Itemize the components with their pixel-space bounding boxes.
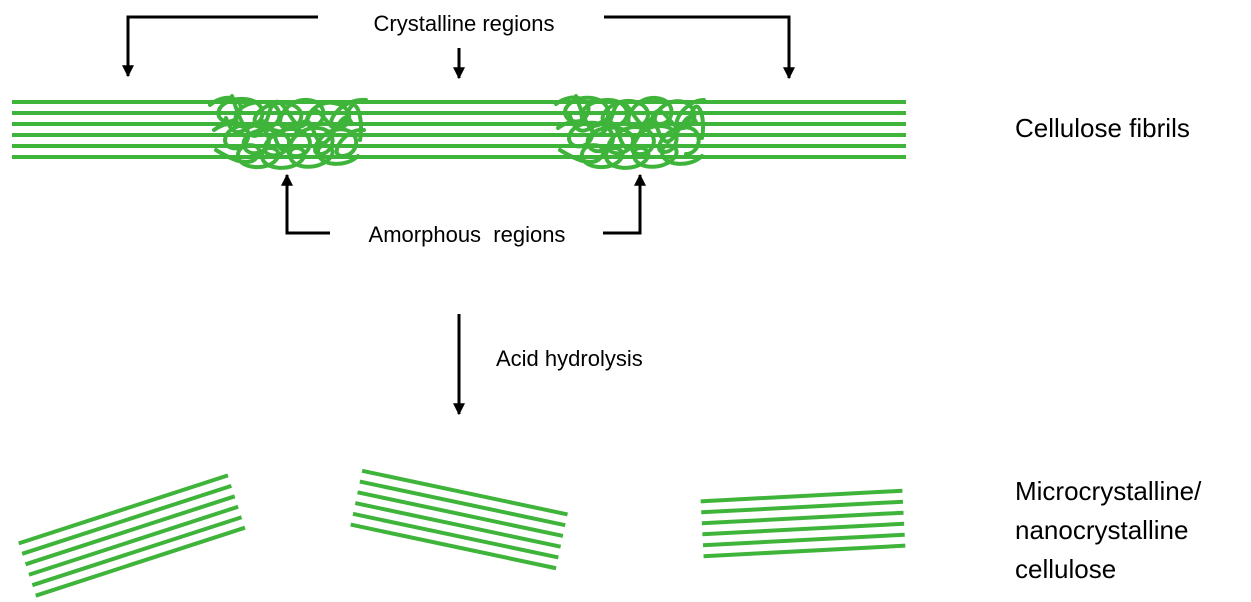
- product-label-line1: Microcrystalline/: [1015, 476, 1202, 506]
- amorphous-tangle-left: [208, 94, 368, 170]
- arrow-left-crystalline: [122, 15, 318, 78]
- fragment-strand: [35, 525, 246, 598]
- fragment-strand: [359, 479, 566, 528]
- fragment-strand: [31, 515, 243, 588]
- fragment-strand: [702, 532, 905, 548]
- fragment-strand: [350, 522, 557, 571]
- crystal-fragment-middle: [350, 468, 568, 571]
- fragment-strand: [703, 543, 906, 559]
- amorphous-callout-arrows: [281, 173, 646, 235]
- arrow-left-amorphous: [281, 173, 330, 235]
- product-label-line3: cellulose: [1015, 554, 1116, 584]
- amorphous-regions-label: Amorphous regions: [369, 222, 566, 247]
- fragment-strand: [701, 510, 904, 526]
- amorphous-tangle-right: [554, 94, 706, 170]
- fragment-strand: [24, 494, 236, 567]
- cellulose-fibril-bundle: [12, 100, 906, 159]
- crystalline-callout-arrows: [122, 15, 795, 80]
- fragment-strand: [700, 488, 903, 504]
- fragment-strand: [21, 483, 232, 556]
- fragment-strand: [18, 473, 229, 546]
- arrow-right-amorphous: [603, 173, 646, 235]
- fragment-strand: [357, 490, 564, 538]
- fragment-strand: [702, 521, 905, 537]
- cellulose-fibrils-label: Cellulose fibrils: [1015, 113, 1190, 143]
- crystal-fragment-left: [18, 473, 246, 598]
- fragment-strand: [28, 504, 239, 577]
- arrow-right-crystalline: [604, 15, 795, 80]
- crystal-fragment-right: [700, 488, 906, 559]
- fragment-strand: [361, 468, 568, 517]
- fragment-strand: [352, 511, 559, 560]
- fragment-strand: [701, 499, 904, 515]
- fragment-strand: [354, 501, 562, 549]
- acid-hydrolysis-label: Acid hydrolysis: [496, 346, 643, 371]
- crystalline-regions-label: Crystalline regions: [374, 11, 555, 36]
- product-label-line2: nanocrystalline: [1015, 515, 1188, 545]
